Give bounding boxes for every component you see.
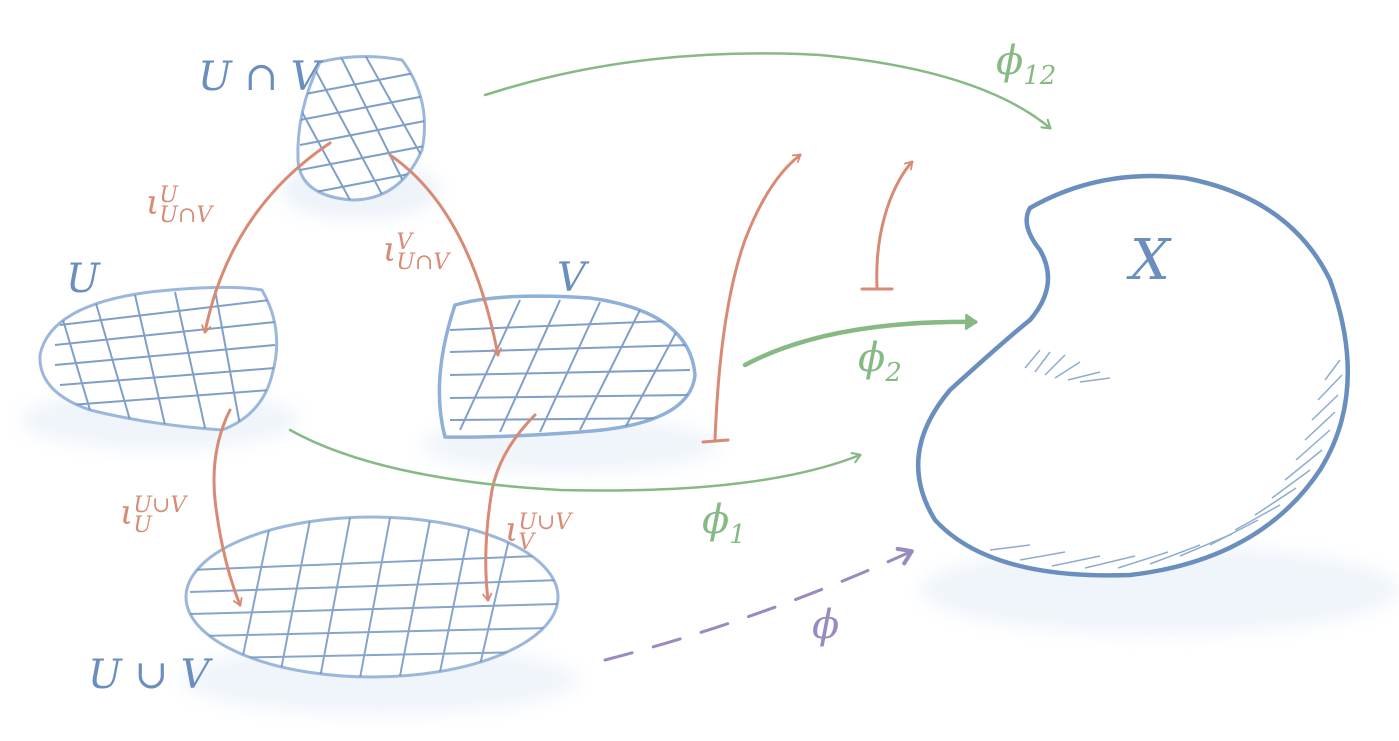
space-u: [38, 285, 279, 432]
label-phi1: ϕ1: [702, 497, 746, 550]
arrow-intersection-to-v: [388, 153, 502, 357]
arrow-phi: [603, 546, 914, 662]
inclusion-arrows: [201, 141, 914, 607]
arrow-intersection-to-u: [201, 141, 332, 334]
arrow-phi1: [288, 428, 862, 492]
space-x: [916, 173, 1350, 578]
space-union: [184, 515, 560, 679]
arrow-u-to-union: [212, 408, 243, 607]
label-union: U ∪ V: [88, 652, 210, 698]
label-phi12: ϕ12: [996, 38, 1057, 91]
space-v: [437, 294, 697, 439]
label-phi: ϕ: [812, 602, 840, 648]
label-intersection: U ∩ V: [198, 54, 320, 100]
maps-to-arrow-small: [875, 160, 914, 289]
maps-to-tail-large: [701, 438, 730, 444]
map-arrows: [288, 52, 1052, 492]
space-intersection: [296, 54, 426, 202]
label-v: V: [557, 255, 586, 301]
maps-to-arrow-large: [713, 153, 802, 442]
arrow-phi12: [483, 52, 1052, 130]
label-u: U: [66, 256, 100, 302]
label-phi2: ϕ2: [858, 335, 902, 388]
arrow-phi2: [742, 313, 978, 368]
arrow-v-to-union: [482, 413, 537, 602]
label-x: X: [1130, 228, 1170, 293]
